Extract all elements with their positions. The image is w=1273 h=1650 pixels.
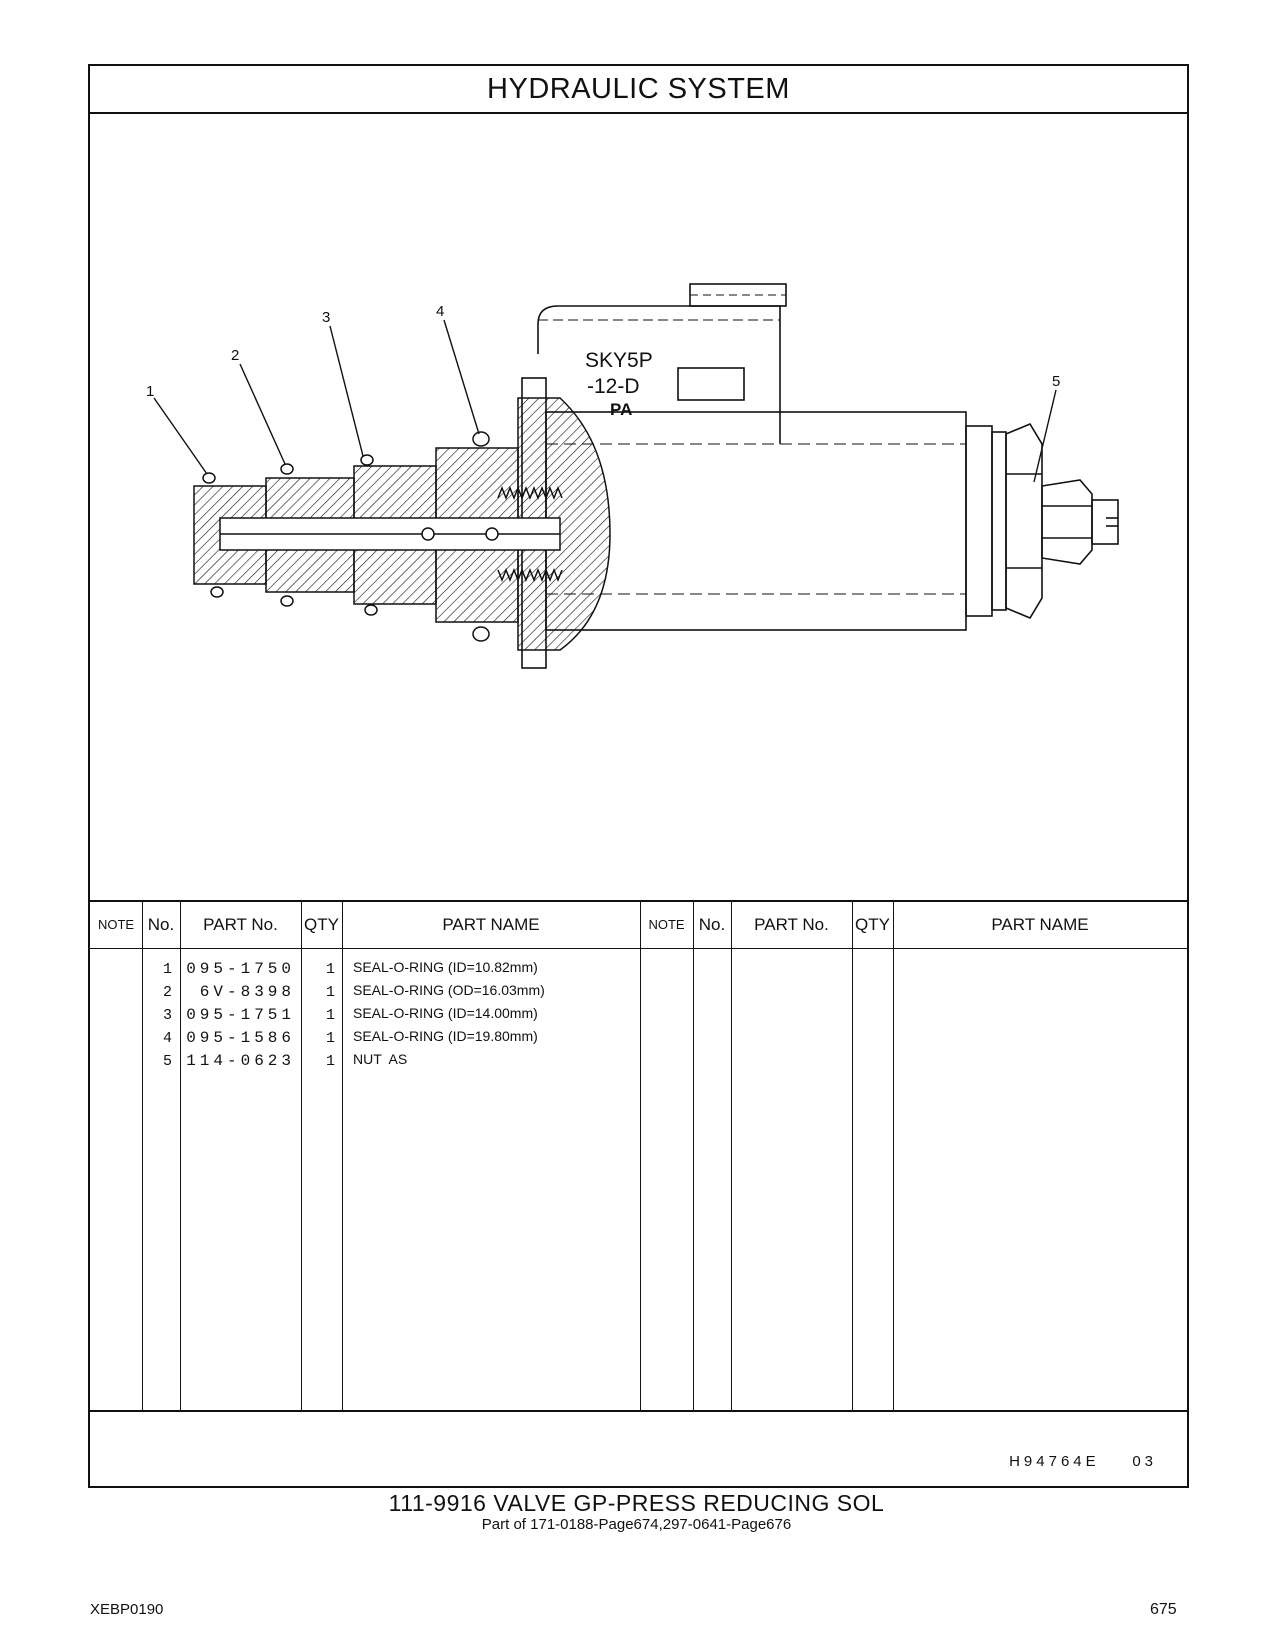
valve-drawing: SKY5P -12-D PA	[146, 283, 1119, 669]
row-part-name: SEAL-O-RING (ID=19.80mm)	[353, 1028, 538, 1044]
document-code: XEBP0190	[90, 1601, 164, 1618]
row-part-no: 6V-8398	[199, 983, 295, 1001]
valve-exploded-diagram: SKY5P -12-D PA	[90, 114, 1187, 900]
col-rule	[693, 902, 694, 1410]
row-qty: 1	[325, 1030, 335, 1047]
col-rule	[893, 902, 894, 1410]
col-rule	[301, 902, 302, 1410]
callout-3: 3	[322, 309, 330, 326]
callout-2: 2	[231, 347, 239, 364]
header-no: No.	[147, 915, 175, 934]
row-qty: 1	[325, 1053, 335, 1070]
col-rule	[731, 902, 732, 1410]
row-qty: 1	[325, 984, 335, 1001]
row-no: 4	[162, 1030, 172, 1047]
header-part-no: PART No.	[203, 915, 278, 934]
row-no: 2	[162, 984, 172, 1001]
col-rule	[640, 902, 641, 1410]
header-part-name-right: PART NAME	[991, 915, 1089, 934]
header-qty-right: QTY	[855, 915, 890, 934]
callout-1: 1	[146, 383, 154, 400]
section-title: HYDRAULIC SYSTEM	[90, 66, 1187, 114]
header-note-right: NOTE	[648, 917, 685, 932]
header-note: NOTE	[97, 917, 135, 932]
row-qty: 1	[325, 961, 335, 978]
col-rule	[142, 902, 143, 1410]
callout-5: 5	[1052, 373, 1060, 390]
col-rule	[852, 902, 853, 1410]
row-part-no: 095-1750	[186, 960, 295, 978]
row-part-name: NUT AS	[353, 1051, 408, 1067]
assembly-subtitle: Part of 171-0188-Page674,297-0641-Page67…	[481, 1516, 792, 1533]
row-no: 1	[162, 961, 172, 978]
callout-4: 4	[436, 303, 444, 320]
row-part-name: SEAL-O-RING (ID=14.00mm)	[353, 1005, 538, 1021]
row-part-no: 114-0623	[186, 1052, 295, 1070]
marking-line1: SKY5P	[585, 349, 653, 372]
header-part-no-right: PART No.	[754, 915, 829, 934]
col-rule	[180, 902, 181, 1410]
row-part-name: SEAL-O-RING (OD=16.03mm)	[353, 982, 545, 998]
row-no: 5	[162, 1053, 172, 1070]
row-part-no: 095-1586	[186, 1029, 295, 1047]
drawing-reference: H94764E 03	[1009, 1453, 1157, 1470]
header-no-right: No.	[698, 915, 726, 934]
row-no: 3	[162, 1007, 172, 1024]
header-part-name: PART NAME	[442, 915, 540, 934]
col-rule	[342, 902, 343, 1410]
marking-line3: PA	[610, 400, 632, 419]
parts-table: NOTE No. PART No. QTY PART NAME NOTE No.…	[90, 900, 1187, 1412]
row-part-name: SEAL-O-RING (ID=10.82mm)	[353, 959, 538, 975]
row-qty: 1	[325, 1007, 335, 1024]
parts-page-frame: HYDRAULIC SYSTEM	[88, 64, 1189, 1488]
header-qty: QTY	[304, 915, 339, 934]
row-part-no: 095-1751	[186, 1006, 295, 1024]
assembly-title: 111-9916 VALVE GP-PRESS REDUCING SOL	[388, 1490, 885, 1516]
marking-line2: -12-D	[587, 375, 640, 398]
header-rule	[90, 948, 1187, 949]
page-number: 675	[1150, 1601, 1177, 1618]
